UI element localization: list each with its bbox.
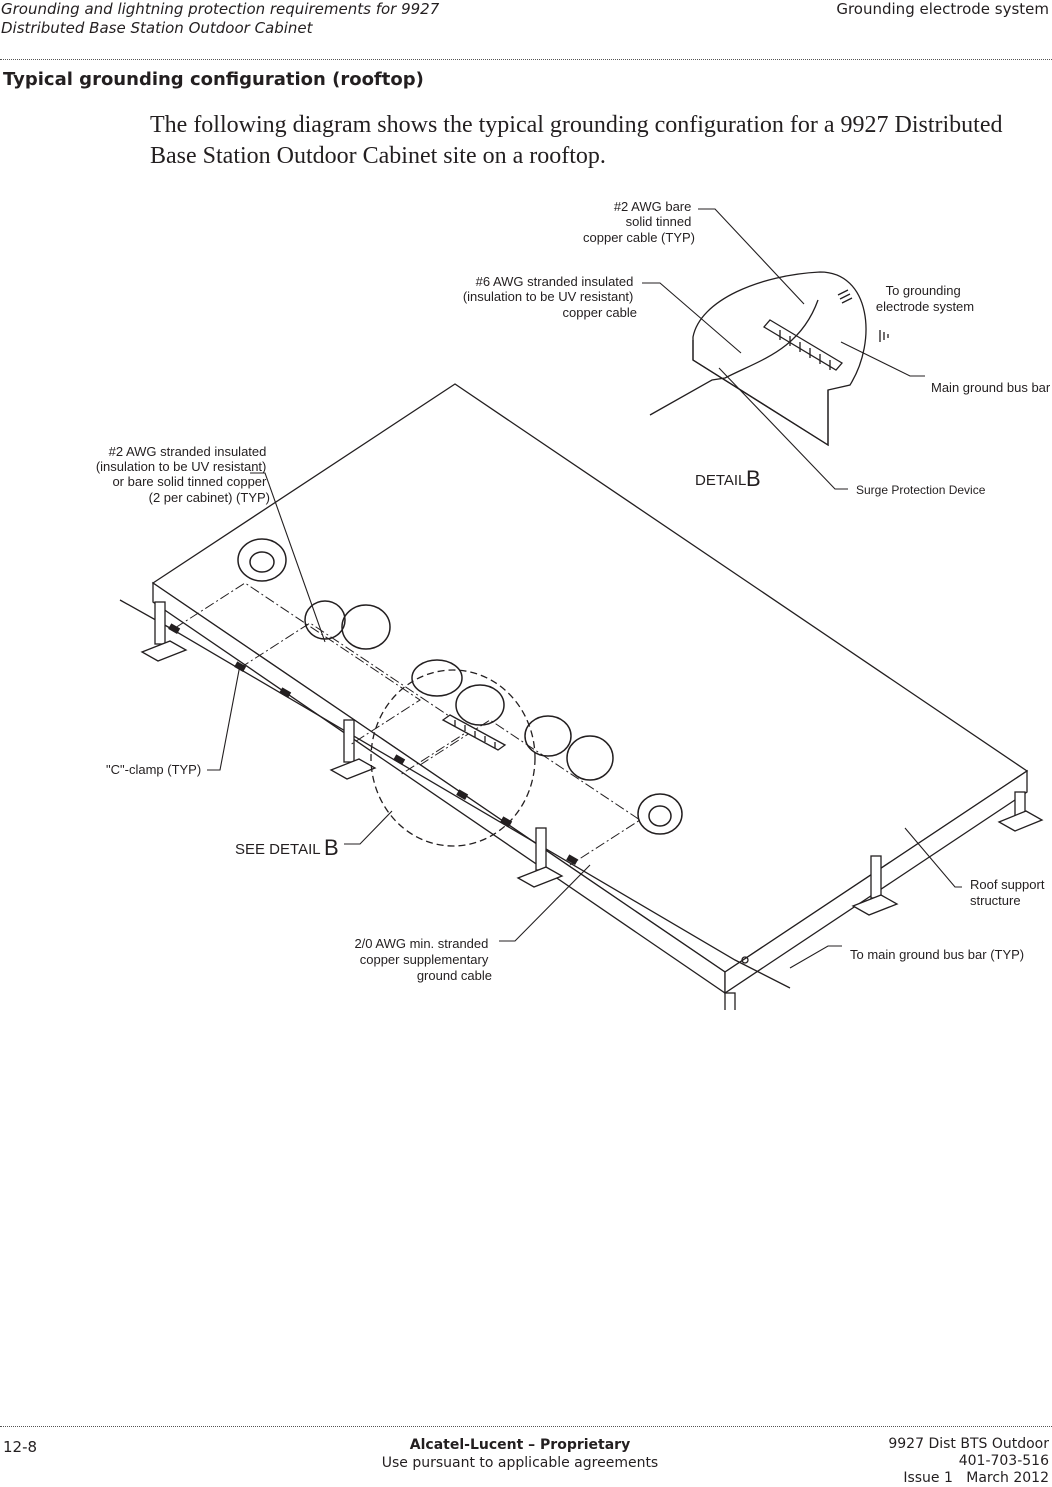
- footer-issue-date: Issue 1 March 2012: [888, 1470, 1049, 1487]
- label-to-main-ground-bus-bar: To main ground bus bar (TYP): [850, 947, 1024, 962]
- footer-date: March 2012: [966, 1470, 1049, 1486]
- section-title: Typical grounding configuration (rooftop…: [3, 69, 424, 90]
- label-awg20-supplementary: 2/0 AWG min. stranded copper supplementa…: [354, 936, 492, 983]
- supplementary-ground-cable: [119, 599, 791, 989]
- see-detail-circle: [370, 669, 536, 847]
- label-see-detail-letter: B: [324, 835, 339, 860]
- ground-symbol-1: [837, 289, 853, 304]
- small-bus-bar: [441, 714, 507, 751]
- roof-corner-bolt: [741, 956, 749, 964]
- rooftop-grounding-diagram: #2 AWG bare solid tinned copper cable (T…: [96, 199, 1051, 1010]
- footer-proprietary: Alcatel-Lucent – Proprietary Use pursuan…: [300, 1436, 740, 1472]
- label-to-grounding-electrode: To grounding electrode system: [876, 283, 974, 314]
- cabinet-footprints: [174, 582, 641, 866]
- footer-notice: Use pursuant to applicable agreements: [381, 1455, 659, 1471]
- footer-rule: [0, 1426, 1052, 1427]
- label-roof-support-structure: Roof support structure: [970, 877, 1048, 908]
- detail-b-inset-outline: [692, 271, 867, 447]
- running-header-section: Grounding electrode system: [836, 0, 1049, 18]
- footer-doc-info: 9927 Dist BTS Outdoor 401-703-516 Issue …: [888, 1436, 1049, 1487]
- header-rule: [0, 59, 1052, 60]
- main-ground-bus-bar-detail: [763, 319, 843, 371]
- diagram-labels: #2 AWG bare solid tinned copper cable (T…: [96, 199, 1051, 983]
- footer-company: Alcatel-Lucent – Proprietary: [409, 1437, 631, 1453]
- label-detail-word: DETAIL: [695, 472, 746, 489]
- footer-doc-title: 9927 Dist BTS Outdoor: [888, 1436, 1049, 1452]
- detail-b-cabinet-edge: [692, 340, 829, 447]
- roof-support-legs: [140, 601, 1044, 1010]
- footer-issue: Issue 1: [903, 1470, 953, 1486]
- sc-cable-detail: [649, 299, 819, 416]
- label-awg2-bare: #2 AWG bare solid tinned copper cable (T…: [583, 199, 695, 245]
- label-awg2-stranded: #2 AWG stranded insulated (insulation to…: [96, 444, 270, 505]
- header-title-line2: Distributed Base Station Outdoor Cabinet: [1, 19, 313, 37]
- page-number: 12-8: [3, 1438, 38, 1456]
- label-surge-protection-device: Surge Protection Device: [856, 483, 986, 497]
- label-c-clamp: "C"-clamp (TYP): [106, 762, 201, 777]
- running-header-title: Grounding and lightning protection requi…: [1, 0, 439, 38]
- footer-doc-number: 401-703-516: [958, 1453, 1049, 1469]
- label-awg6-stranded: #6 AWG stranded insulated (insulation to…: [463, 274, 637, 320]
- ground-symbol-2: [879, 330, 889, 342]
- header-title-line1: Grounding and lightning protection requi…: [1, 0, 440, 18]
- label-main-ground-bus-bar: Main ground bus bar: [931, 380, 1051, 395]
- label-detail-letter: B: [746, 466, 761, 491]
- label-see-detail-word: SEE DETAIL: [235, 841, 321, 858]
- coiled-ground-cables: [237, 538, 683, 835]
- intro-paragraph: The following diagram shows the typical …: [150, 112, 1003, 169]
- leader-lines: [207, 208, 962, 969]
